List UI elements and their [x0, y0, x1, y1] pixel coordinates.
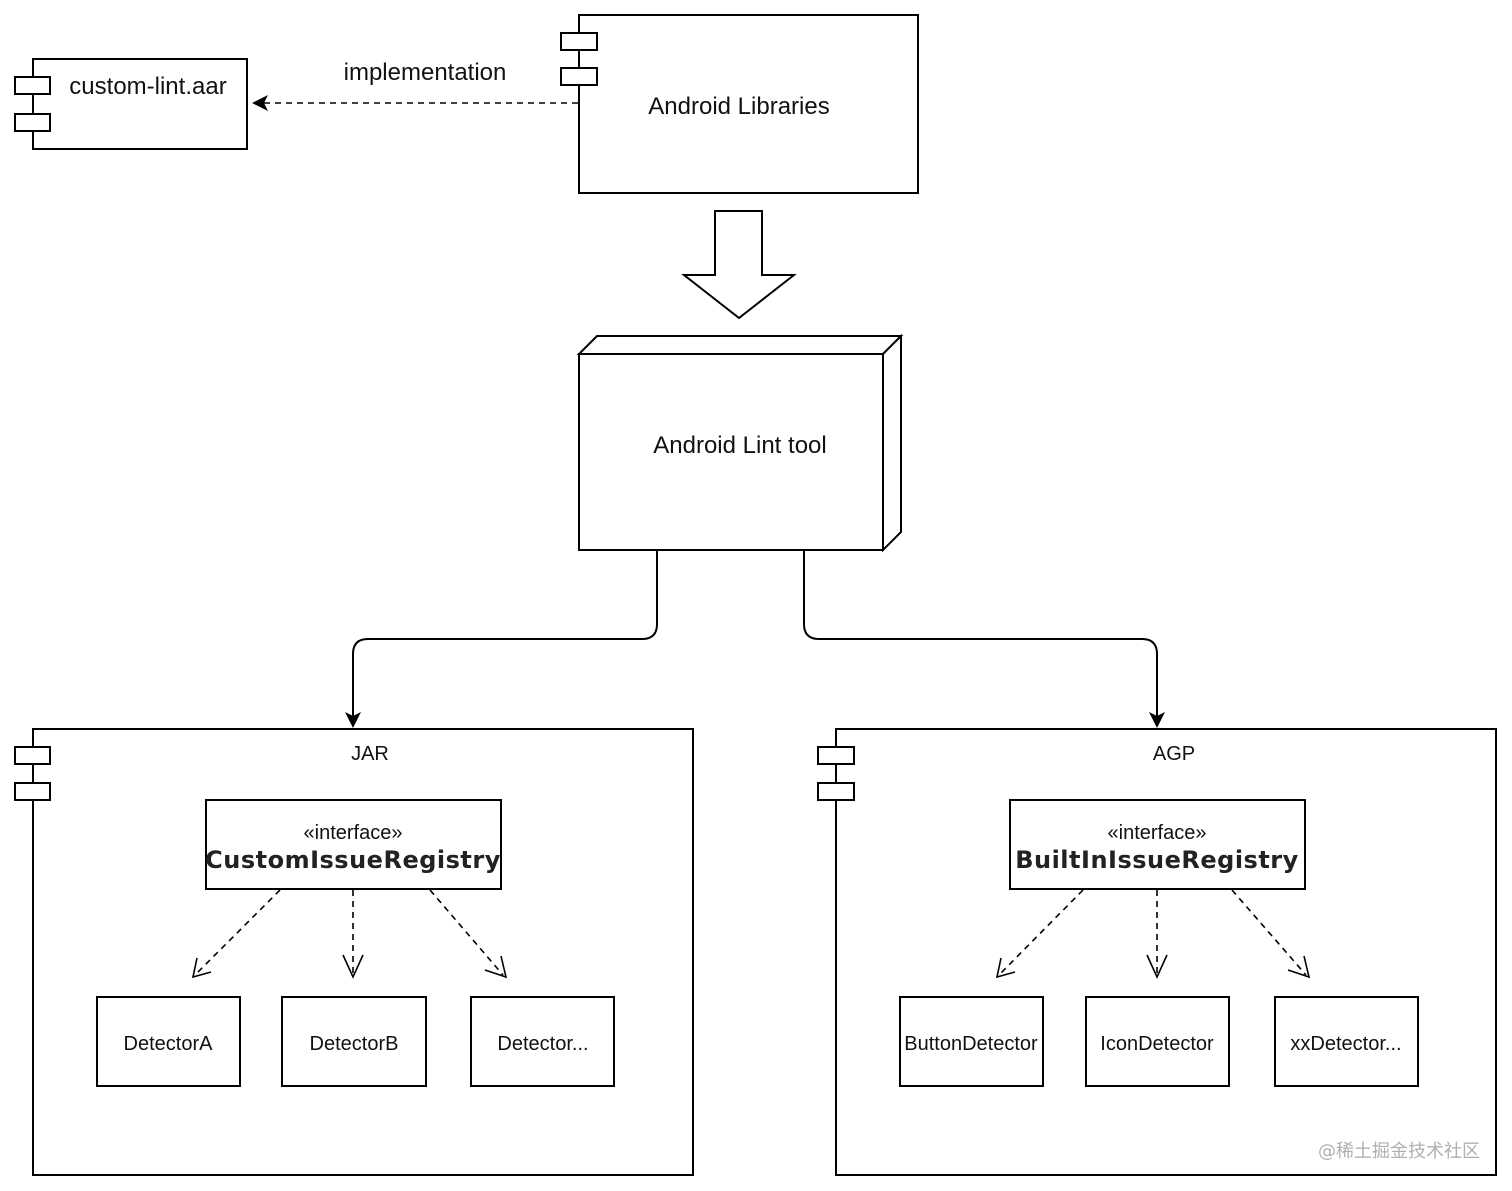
component-port-icon — [560, 32, 598, 51]
open-arrowhead-icon — [1287, 955, 1311, 979]
android-libraries-component: Android Libraries — [560, 14, 919, 194]
implementation-dependency: implementation — [252, 59, 578, 111]
agp-label: AGP — [1153, 743, 1195, 765]
interface-stereotype: «interface» — [1108, 822, 1207, 844]
component-port-icon — [817, 782, 855, 801]
xx-detector-box: xxDetector... — [1274, 996, 1419, 1087]
builtin-issue-registry-interface: «interface» BuiltInIssueRegistry — [1009, 799, 1306, 890]
detector-label: DetectorB — [310, 1033, 399, 1055]
detector-a-box: DetectorA — [96, 996, 241, 1087]
detector-label: IconDetector — [1100, 1033, 1214, 1055]
jar-label: JAR — [351, 743, 389, 765]
custom-lint-aar-label: custom-lint.aar — [69, 73, 226, 100]
component-port-icon — [14, 113, 51, 132]
android-lint-tool-node: Android Lint tool — [576, 333, 904, 553]
open-arrowhead-icon — [484, 955, 508, 979]
detector-label: ButtonDetector — [904, 1033, 1038, 1055]
open-arrowhead-icon — [1146, 954, 1168, 979]
watermark: @稀土掘金技术社区 — [1318, 1141, 1480, 1162]
lint-to-jar-connector — [345, 550, 658, 728]
icon-detector-box: IconDetector — [1085, 996, 1230, 1087]
android-lint-tool-label: Android Lint tool — [653, 432, 826, 459]
interface-name: CustomIssueRegistry — [205, 846, 501, 874]
lint-to-agp-connector — [803, 550, 1165, 728]
realization-arrows — [995, 889, 1311, 979]
detector-label: xxDetector... — [1290, 1033, 1401, 1055]
android-libraries-label: Android Libraries — [648, 93, 829, 120]
detector-b-box: DetectorB — [281, 996, 427, 1087]
component-port-icon — [817, 746, 855, 765]
interface-name: BuiltInIssueRegistry — [1015, 846, 1299, 874]
interface-stereotype: «interface» — [304, 822, 403, 844]
button-detector-box: ButtonDetector — [899, 996, 1044, 1087]
jar-component: JAR «interface» CustomIssueRegistry Dete… — [14, 728, 694, 1176]
agp-component: AGP «interface» BuiltInIssueRegistry But… — [817, 728, 1497, 1176]
detector-label: Detector... — [497, 1033, 588, 1055]
custom-issue-registry-interface: «interface» CustomIssueRegistry — [205, 799, 502, 890]
component-port-icon — [14, 76, 51, 95]
implementation-label: implementation — [344, 59, 507, 86]
arrowhead-icon — [1149, 712, 1165, 728]
arrowhead-icon — [345, 712, 361, 728]
detector-label: DetectorA — [124, 1033, 214, 1055]
custom-lint-aar-component: custom-lint.aar — [14, 58, 248, 150]
component-port-icon — [560, 67, 598, 86]
open-arrowhead-icon — [191, 957, 212, 979]
component-port-icon — [14, 782, 51, 801]
component-port-icon — [14, 746, 51, 765]
detector-more-box: Detector... — [470, 996, 615, 1087]
arrowhead-icon — [252, 95, 268, 111]
open-arrowhead-icon — [995, 957, 1016, 979]
down-arrow-icon — [681, 210, 797, 320]
realization-arrows — [191, 889, 508, 979]
open-arrowhead-icon — [342, 954, 364, 979]
